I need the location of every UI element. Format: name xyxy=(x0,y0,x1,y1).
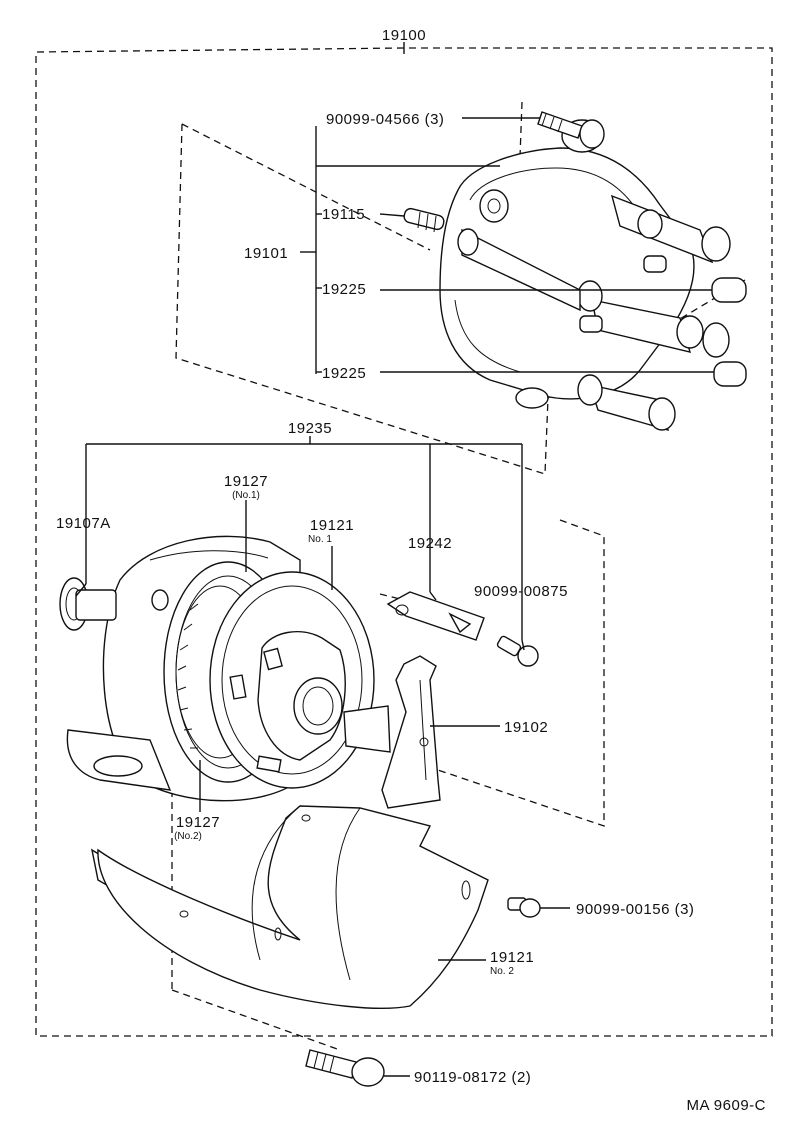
clamp xyxy=(386,591,485,641)
label-mount-bolt: 90119-08172 (2) xyxy=(414,1069,531,1086)
label-cover-screw: 90099-00156 (3) xyxy=(576,901,694,918)
clamp-screw xyxy=(496,635,539,667)
label-gasket-2: 19127 xyxy=(176,814,220,831)
label-clamp-screw: 90099-00875 xyxy=(474,583,568,600)
distributor-body xyxy=(59,535,391,802)
label-cap-spring: 19115 xyxy=(322,206,365,223)
cap-leaders xyxy=(300,117,714,374)
label-rotor: 19102 xyxy=(504,719,548,736)
label-oring: 19107A xyxy=(56,515,111,532)
cap-spring xyxy=(403,207,445,233)
label-assembly: 19100 xyxy=(382,27,426,44)
label-cover-1-sub: No. 1 xyxy=(308,534,332,545)
mount-bolt xyxy=(305,1049,385,1087)
cap-screw xyxy=(537,111,605,149)
label-cap-insert-2: 19225 xyxy=(322,365,366,382)
assembly-frame xyxy=(35,42,773,1037)
label-gasket-1: 19127 xyxy=(224,473,268,490)
label-clamp: 19242 xyxy=(408,535,452,552)
label-cap-insert-1: 19225 xyxy=(322,281,366,298)
label-cover-2: 19121 xyxy=(490,949,534,966)
drawing-code: MA 9609-C xyxy=(686,1097,766,1114)
rotor xyxy=(381,655,441,809)
cap-inserts xyxy=(711,277,747,387)
label-cover-2-sub: No. 2 xyxy=(490,966,514,977)
label-cap-group: 19101 xyxy=(244,245,288,262)
cover-screw xyxy=(507,897,541,918)
housing-group-bracket xyxy=(85,436,523,640)
label-cap-screw: 90099-04566 (3) xyxy=(326,111,444,128)
bottom-cover xyxy=(90,805,489,1009)
housing-region-outline xyxy=(431,519,605,827)
label-housing-group: 19235 xyxy=(288,420,332,437)
label-cover-1: 19121 xyxy=(310,517,354,534)
label-gasket-2-sub: (No.2) xyxy=(174,831,202,842)
housing-leaders xyxy=(75,500,570,1077)
label-gasket-1-sub: (No.1) xyxy=(232,490,260,501)
